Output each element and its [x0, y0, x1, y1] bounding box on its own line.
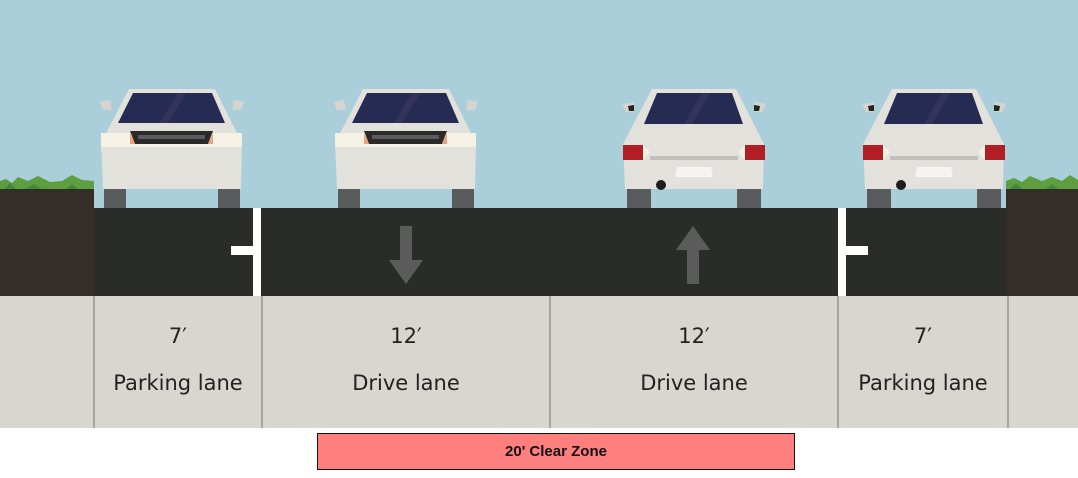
arrow-up-icon: [676, 226, 710, 284]
parking-lane-line-right: [838, 208, 846, 296]
car-front-parked: [100, 89, 244, 208]
segment-width: 7′: [168, 324, 188, 348]
parking-lane-line-left: [253, 208, 261, 296]
segment-width: 12′: [390, 324, 422, 348]
segment-divider: [837, 296, 839, 428]
segment-drive-lane-northbound[interactable]: 12′ Drive lane: [551, 296, 837, 428]
segment-parking-lane-left[interactable]: 7′ Parking lane: [95, 296, 261, 428]
car-rear-driving: [622, 89, 766, 208]
segment-divider: [261, 296, 263, 428]
segment-name: Parking lane: [858, 371, 988, 395]
left-grass: [0, 175, 94, 189]
segment-divider: [93, 296, 95, 428]
car-rear-parked: [862, 89, 1006, 208]
segment-drive-lane-southbound[interactable]: 12′ Drive lane: [263, 296, 549, 428]
clear-zone-bar: 20' Clear Zone: [317, 433, 795, 470]
right-planting-strip: [1006, 187, 1078, 296]
parking-tick-right: [846, 246, 868, 255]
segment-info-bar: [0, 296, 1078, 428]
segment-name: Drive lane: [352, 371, 460, 395]
segment-divider: [1007, 296, 1009, 428]
car-front-driving: [334, 89, 478, 208]
right-grass: [1006, 175, 1078, 189]
left-planting-strip: [0, 187, 94, 296]
clear-zone-label: 20' Clear Zone: [505, 443, 607, 460]
parking-tick-left: [231, 246, 253, 255]
segment-width: 7′: [913, 324, 933, 348]
arrow-down-icon: [389, 226, 423, 284]
segment-parking-lane-right[interactable]: 7′ Parking lane: [839, 296, 1007, 428]
segment-name: Parking lane: [113, 371, 243, 395]
segment-width: 12′: [678, 324, 710, 348]
segment-name: Drive lane: [640, 371, 748, 395]
segment-divider: [549, 296, 551, 428]
